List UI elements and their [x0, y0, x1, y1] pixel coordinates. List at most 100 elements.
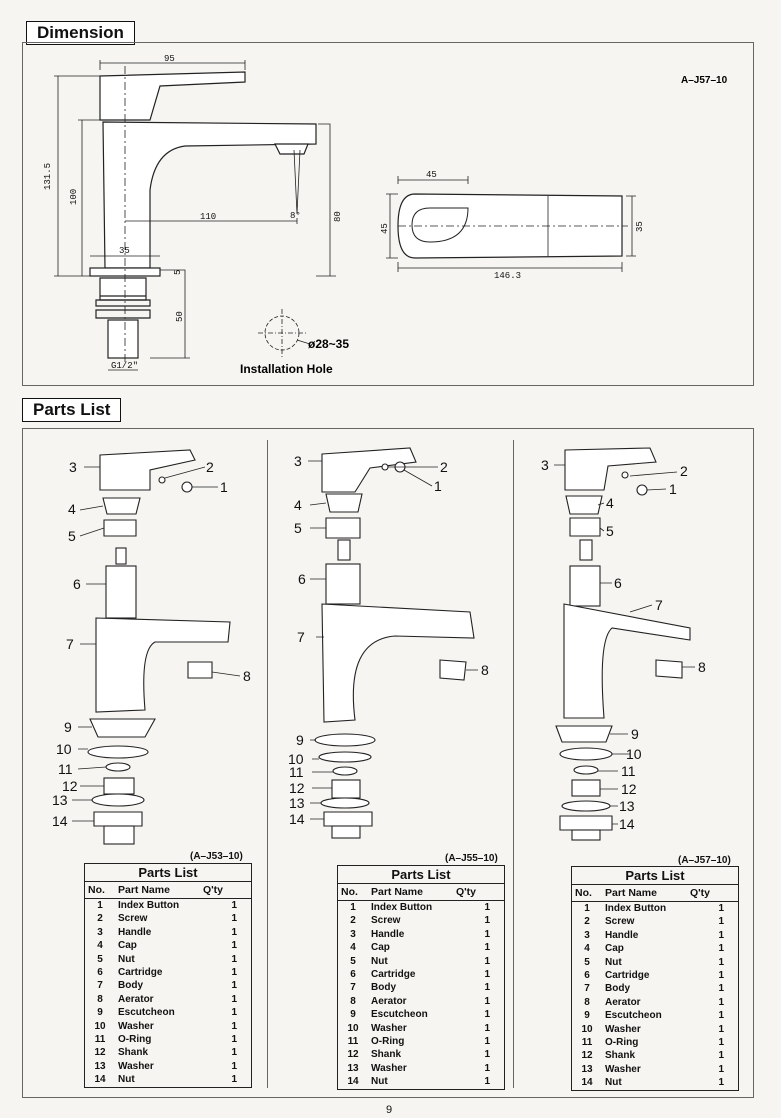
callout-10: 10	[288, 751, 304, 767]
header-no: No.	[337, 883, 368, 901]
dim-45b: 45	[380, 223, 390, 234]
header-qty: Q'ty	[200, 881, 252, 899]
part-no: 6	[350, 969, 356, 981]
table-row: 14 Nut 1	[85, 1073, 252, 1087]
dimension-frame	[22, 42, 754, 386]
part-no: 7	[350, 982, 356, 994]
part-no: 6	[584, 970, 590, 982]
part-no: 1	[350, 902, 356, 913]
part-name: Cartridge	[605, 970, 650, 982]
part-name: Cap	[605, 943, 624, 955]
dim-95: 95	[164, 54, 175, 64]
callout-13: 13	[289, 795, 305, 811]
part-qty: 1	[231, 1007, 237, 1019]
part-name: Screw	[605, 916, 635, 928]
part-qty: 1	[718, 916, 724, 928]
part-no: 3	[584, 929, 590, 941]
part-no: 14	[94, 1074, 106, 1086]
part-name: Aerator	[118, 993, 154, 1005]
part-qty: 1	[718, 1063, 724, 1075]
part-no: 5	[584, 956, 590, 968]
part-name: Washer	[605, 1063, 641, 1075]
callout-3: 3	[541, 457, 549, 473]
part-no: 10	[94, 1020, 106, 1032]
callout-9: 9	[631, 726, 639, 742]
part-qty: 1	[231, 1074, 237, 1086]
dim-131: 131.5	[43, 163, 53, 190]
part-no: 12	[347, 1049, 359, 1061]
part-no: 13	[581, 1063, 593, 1075]
part-name: Screw	[371, 915, 401, 927]
part-no: 2	[584, 916, 590, 928]
callout-6: 6	[614, 575, 622, 591]
part-name: Washer	[605, 1023, 641, 1035]
part-name: Cap	[118, 940, 137, 952]
dim-50: 50	[175, 311, 185, 322]
parts-table-title: Parts List	[337, 865, 505, 883]
part-qty: 1	[484, 942, 490, 954]
table-row: 11 O-Ring 1	[338, 1035, 505, 1048]
part-qty: 1	[484, 1076, 490, 1088]
callout-3: 3	[69, 459, 77, 475]
parts-table-title: Parts List	[84, 863, 252, 881]
part-qty: 1	[718, 1010, 724, 1022]
header-name: Part Name	[368, 883, 453, 901]
callout-11: 11	[289, 764, 304, 780]
part-qty: 1	[718, 1037, 724, 1049]
callout-2: 2	[440, 459, 448, 475]
part-no: 4	[97, 940, 103, 952]
part-no: 9	[97, 1007, 103, 1019]
callout-9: 9	[64, 719, 72, 735]
callout-11: 11	[621, 763, 636, 779]
part-no: 7	[584, 983, 590, 995]
table-model-3: (A–J57–10)	[678, 855, 731, 866]
part-qty: 1	[484, 995, 490, 1007]
part-no: 2	[350, 915, 356, 927]
part-no: 2	[97, 913, 103, 925]
callout-8: 8	[243, 668, 251, 684]
part-name: Escutcheon	[371, 1009, 428, 1021]
part-name: Handle	[118, 926, 152, 938]
part-name: Washer	[118, 1060, 154, 1072]
part-name: Nut	[371, 955, 388, 967]
part-qty: 1	[484, 1036, 490, 1048]
part-name: Nut	[118, 1074, 135, 1086]
part-qty: 1	[484, 1049, 490, 1061]
part-qty: 1	[718, 929, 724, 941]
part-no: 11	[94, 1034, 106, 1046]
part-name: O-Ring	[371, 1036, 405, 1048]
part-name: Cartridge	[371, 969, 416, 981]
callout-12: 12	[289, 780, 305, 796]
part-name: Washer	[371, 1022, 407, 1034]
part-name: Screw	[118, 913, 148, 925]
parts-table-title: Parts List	[571, 866, 739, 884]
page-number: 9	[386, 1104, 393, 1116]
part-no: 5	[97, 953, 103, 965]
part-no: 8	[350, 995, 356, 1007]
callout-6: 6	[298, 571, 306, 587]
part-qty: 1	[231, 953, 237, 965]
part-no: 11	[347, 1036, 359, 1048]
part-qty: 1	[231, 1020, 237, 1032]
part-no: 3	[97, 926, 103, 938]
callout-5: 5	[68, 528, 76, 544]
callout-8: 8	[698, 659, 706, 675]
part-no: 10	[347, 1022, 359, 1034]
part-name: Shank	[118, 1047, 149, 1059]
